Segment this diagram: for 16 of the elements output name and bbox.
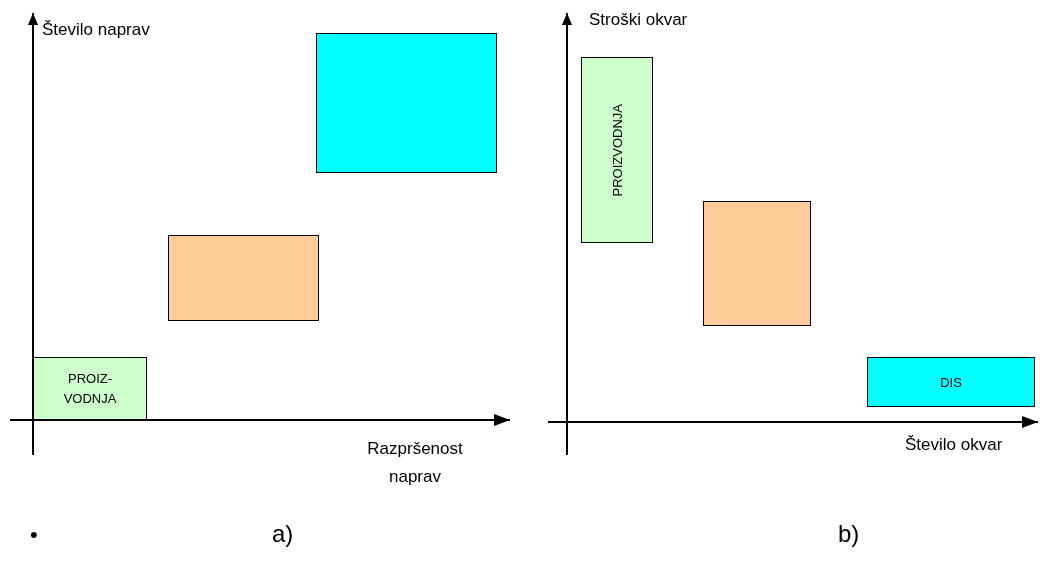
panel-label: b) [838, 520, 860, 548]
colored-box [316, 33, 497, 173]
axis-label: Razpršenost naprav [366, 438, 464, 488]
box-label: PROIZVODNJA [609, 103, 625, 197]
bullet: • [30, 522, 38, 548]
panel-label: a) [272, 520, 294, 548]
axis-label: Število naprav [42, 20, 150, 40]
colored-box [703, 201, 811, 326]
labeled-box [33, 357, 147, 420]
axis-label: Število okvar [905, 435, 1003, 455]
box-label: PROIZ- VODNJA [62, 369, 118, 408]
labeled-box [581, 57, 653, 243]
colored-box [168, 235, 319, 321]
labeled-box [867, 357, 1035, 407]
axis-label: Stroški okvar [589, 10, 688, 30]
box-label: DIS [940, 374, 962, 390]
